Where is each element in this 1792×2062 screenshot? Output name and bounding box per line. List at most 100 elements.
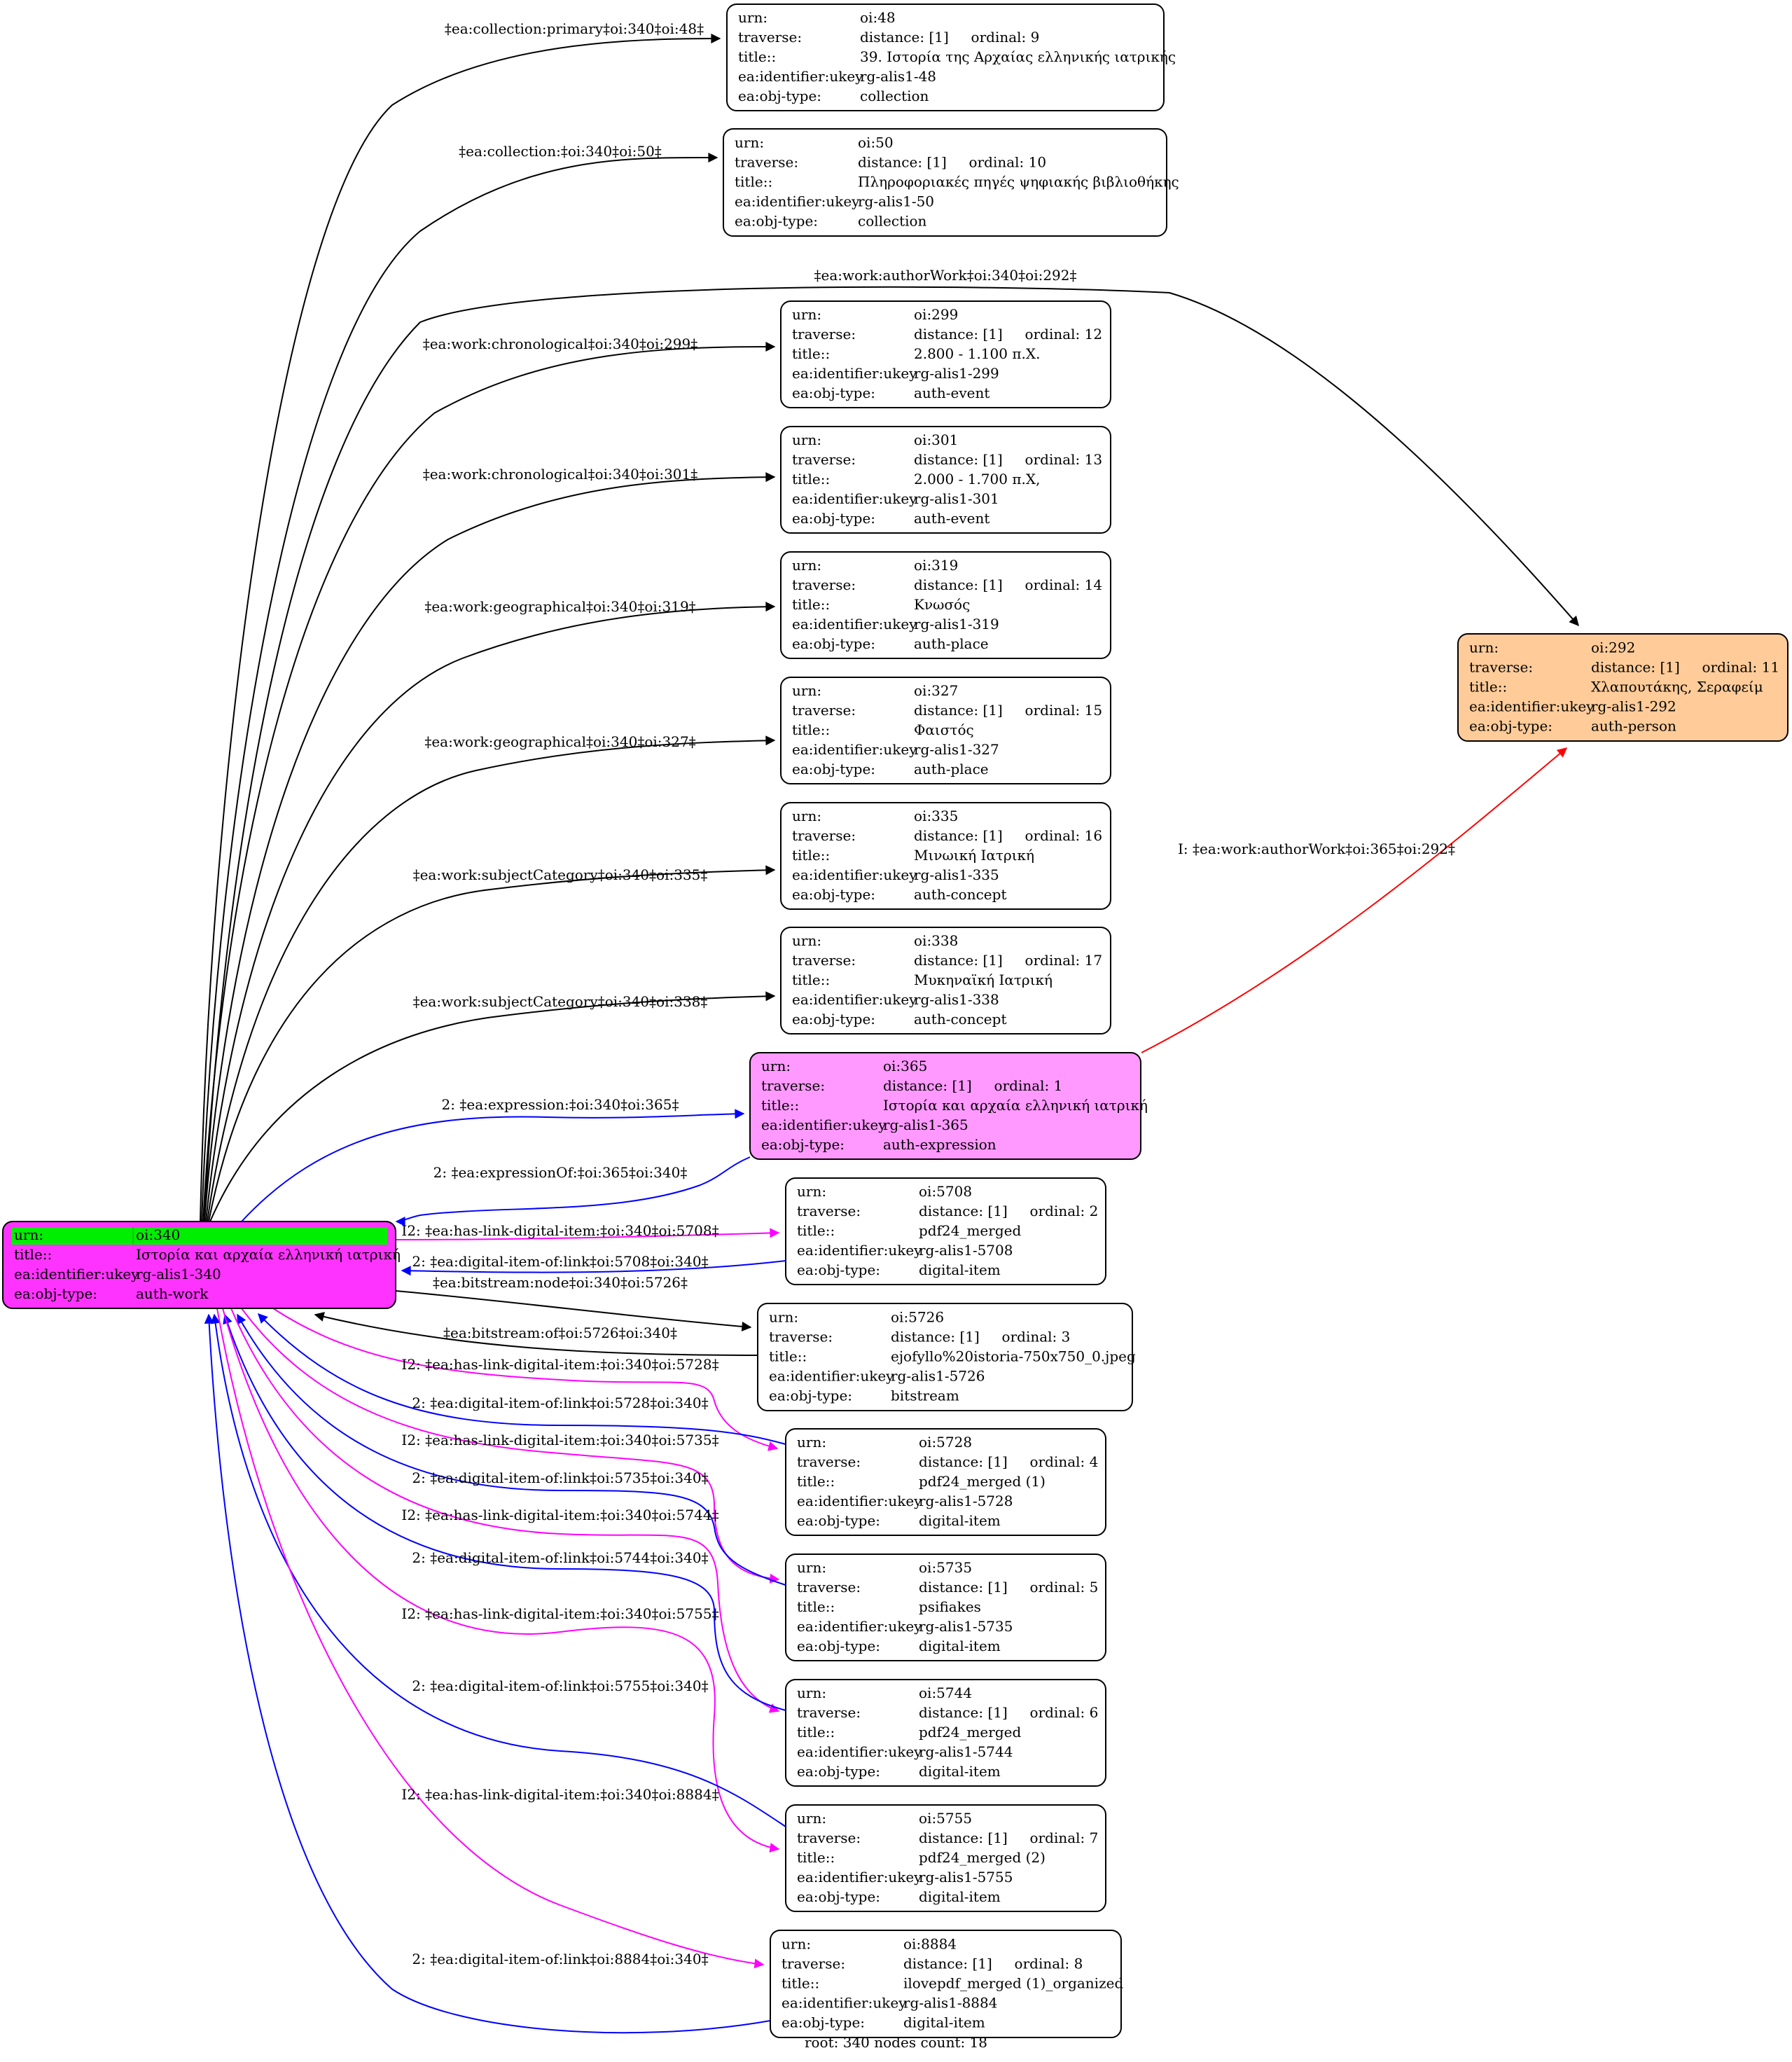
- node-field-value: Ιστορία και αρχαία ελληνική ιατρική: [883, 1097, 1148, 1114]
- node-field-key: ea:identifier:ukey: [792, 866, 917, 883]
- edge-label-oi340-to-oi50: ‡ea:collection:‡oi:340‡oi:50‡: [459, 143, 662, 160]
- edge-label-oi340-to-oi335: ‡ea:work:subjectCategory‡oi:340‡oi:335‡: [413, 866, 708, 883]
- node-field-key: urn:: [14, 1226, 43, 1243]
- node-field-value: auth-person: [1591, 718, 1676, 735]
- edge-oi5735-to-oi340: [237, 1313, 786, 1586]
- node-field-key: title::: [14, 1246, 52, 1263]
- node-field-value: distance: [1] ordinal: 7: [919, 1829, 1098, 1846]
- node-field-value: distance: [1] ordinal: 17: [914, 952, 1102, 969]
- node-field-key: traverse:: [797, 1579, 861, 1596]
- node-field-key: title::: [769, 1348, 807, 1365]
- node-field-value: Χλαπουτάκης, Σεραφείμ: [1591, 679, 1763, 696]
- node-field-value: distance: [1] ordinal: 10: [858, 154, 1046, 171]
- edge-label-oi340-to-oi338: ‡ea:work:subjectCategory‡oi:340‡oi:338‡: [413, 993, 708, 1010]
- edge-label-oi340-to-oi5735: I2: ‡ea:has-link-digital-item:‡oi:340‡oi…: [401, 1432, 718, 1448]
- node-field-key: ea:obj-type:: [797, 1888, 880, 1905]
- node-field-key: ea:identifier:ukey: [797, 1493, 922, 1509]
- edge-label-oi340-to-oi5728: I2: ‡ea:has-link-digital-item:‡oi:340‡oi…: [401, 1356, 718, 1373]
- node-field-key: ea:obj-type:: [792, 1011, 875, 1027]
- node-field-key: urn:: [792, 932, 821, 949]
- node-box: [785, 1804, 1106, 1912]
- node-box: [780, 677, 1111, 784]
- node-field-key: title::: [1469, 679, 1507, 696]
- node-field-value: psifiakes: [919, 1598, 981, 1615]
- edge-oi365-to-oi340: [395, 1156, 751, 1226]
- root-urn-highlight: [11, 1227, 387, 1245]
- node-box: [785, 1177, 1106, 1285]
- node-field-value: pdf24_merged (1): [919, 1473, 1046, 1490]
- node-field-key: ea:identifier:ukey: [1469, 698, 1595, 715]
- node-field-value: rg-alis1-48: [860, 68, 936, 85]
- node-field-value: rg-alis1-5726: [891, 1368, 985, 1385]
- node-box: [757, 1303, 1133, 1411]
- edge-label-oi365-to-oi292: I: ‡ea:work:authorWork‡oi:365‡oi:292‡: [1178, 840, 1455, 857]
- node-field-key: title::: [792, 971, 830, 988]
- node-field-value: auth-concept: [914, 1011, 1006, 1027]
- node-field-value: 2.800 - 1.100 π.Χ.: [914, 345, 1040, 362]
- node-field-key: title::: [797, 1849, 835, 1866]
- edge-label-oi340-to-oi5744: I2: ‡ea:has-link-digital-item:‡oi:340‡oi…: [401, 1507, 718, 1523]
- node-field-value: oi:292: [1591, 639, 1635, 656]
- node-field-key: ea:obj-type:: [782, 2014, 865, 2031]
- node-field-value: distance: [1] ordinal: 8: [903, 1956, 1083, 1972]
- edge-label-oi5744-to-oi340: 2: ‡ea:digital-item-of:link‡oi:5744‡oi:3…: [412, 1549, 708, 1566]
- node-field-key: ea:obj-type:: [761, 1136, 845, 1153]
- node-field-value: auth-concept: [914, 886, 1006, 903]
- edge-label-oi340-to-oi48: ‡ea:collection:primary‡oi:340‡oi:48‡: [445, 20, 704, 37]
- node-field-key: urn:: [792, 682, 821, 699]
- node-field-value: distance: [1] ordinal: 16: [914, 827, 1102, 844]
- node-field-key: ea:identifier:ukey: [792, 365, 917, 382]
- node-field-key: title::: [797, 1473, 835, 1490]
- edge-label-oi365-to-oi340: 2: ‡ea:expressionOf:‡oi:365‡oi:340‡: [433, 1164, 688, 1181]
- node-field-key: ea:obj-type:: [1469, 718, 1553, 735]
- node-field-key: ea:obj-type:: [797, 1261, 880, 1278]
- node-field-value: oi:50: [858, 134, 894, 151]
- node-field-key: traverse:: [792, 576, 856, 593]
- node-field-key: ea:identifier:ukey: [769, 1368, 894, 1385]
- node-field-key: urn:: [797, 1434, 826, 1451]
- node-field-key: traverse:: [797, 1704, 861, 1721]
- node-field-key: ea:obj-type:: [792, 886, 875, 903]
- node-field-key: traverse:: [792, 952, 856, 969]
- node-field-key: traverse:: [769, 1329, 833, 1345]
- node-field-key: title::: [792, 721, 830, 738]
- node-field-key: ea:identifier:ukey: [735, 193, 860, 210]
- node-field-value: bitstream: [891, 1388, 959, 1404]
- node-field-key: traverse:: [738, 29, 802, 46]
- node-field-value: distance: [1] ordinal: 12: [914, 326, 1102, 342]
- edge-oi340-to-oi319: [205, 602, 776, 1222]
- node-field-value: rg-alis1-5728: [919, 1493, 1013, 1509]
- edge-label-oi5726-to-oi340: ‡ea:bitstream:of‡oi:5726‡oi:340‡: [443, 1324, 677, 1341]
- node-field-key: ea:identifier:ukey: [792, 616, 917, 632]
- graph-footer: root: 340 nodes count: 18: [804, 2034, 988, 2051]
- edge-oi365-to-oi292: [1141, 747, 1568, 1053]
- node-field-value: rg-alis1-5755: [919, 1869, 1013, 1885]
- node-field-key: traverse:: [792, 326, 856, 342]
- edge-oi340-to-oi327: [207, 735, 776, 1222]
- node-field-value: distance: [1] ordinal: 13: [914, 451, 1102, 468]
- node-field-value: oi:5726: [891, 1309, 944, 1326]
- node-box: [785, 1428, 1106, 1536]
- node-field-key: traverse:: [797, 1203, 861, 1219]
- edge-oi340-to-oi299: [202, 342, 776, 1222]
- node-field-key: ea:identifier:ukey: [14, 1266, 139, 1282]
